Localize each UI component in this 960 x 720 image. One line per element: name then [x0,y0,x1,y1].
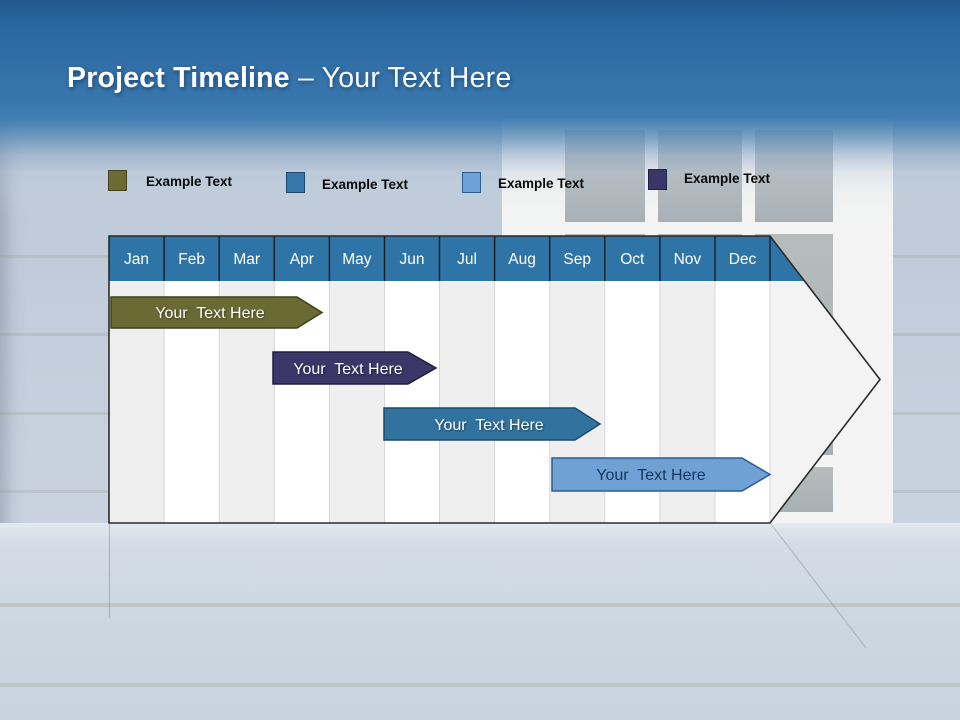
legend-label: Example Text [146,174,233,189]
task-bar-3-shape[interactable] [383,407,602,441]
legend-label: Example Text [322,177,409,192]
task-bar-1-label: Your Text Here [155,305,265,322]
slide-title-subtitle: – Your Text Here [297,62,512,94]
month-labels: Jan Feb Mar Apr May Jun Jul Aug Sep Oct … [124,251,757,268]
legend-swatch-navy [648,169,667,190]
task-bar-3-label: Your Text Here [434,417,544,434]
month-label-dec: Dec [729,251,757,268]
task-bar-4-shape[interactable] [551,457,772,492]
timeline-arrow-head [770,236,880,523]
month-header-dividers [163,236,771,281]
month-label-nov: Nov [674,251,702,268]
task-bar-4-label: Your Text Here [596,467,706,484]
task-bar-2-shape[interactable] [272,351,438,385]
month-label-oct: Oct [620,251,645,268]
legend-swatch-steel-blue [286,172,305,193]
month-label-sep: Sep [563,251,591,268]
task-bar-1-shape[interactable] [110,296,324,329]
slide-title-main: Project Timeline [67,62,298,94]
siding-line [0,683,960,687]
task-bar-4[interactable]: Your Text Here [551,457,772,492]
slide-title[interactable]: Project Timeline – Your Text Here [67,62,511,95]
floor-reflection-area [0,523,960,720]
siding-line [0,603,960,607]
month-label-feb: Feb [178,251,205,268]
task-bar-3[interactable]: Your Text Here [383,407,602,441]
task-bar-2[interactable]: Your Text Here [272,351,438,385]
month-label-aug: Aug [508,251,536,268]
month-label-jun: Jun [400,251,425,268]
month-label-mar: Mar [233,251,260,268]
month-label-may: May [342,251,372,268]
legend-swatch-olive [108,170,127,191]
month-label-jul: Jul [457,251,477,268]
legend-label: Example Text [684,171,771,186]
month-label-apr: Apr [290,251,314,268]
reflection-lines [108,523,867,649]
legend-swatch-light-blue [462,172,481,193]
timeline-arrow-outline [108,235,882,524]
month-label-jan: Jan [124,251,149,268]
month-header-band [109,236,805,281]
task-bar-2-label: Your Text Here [293,361,403,378]
legend-label: Example Text [498,176,585,191]
task-bar-1[interactable]: Your Text Here [110,296,324,329]
